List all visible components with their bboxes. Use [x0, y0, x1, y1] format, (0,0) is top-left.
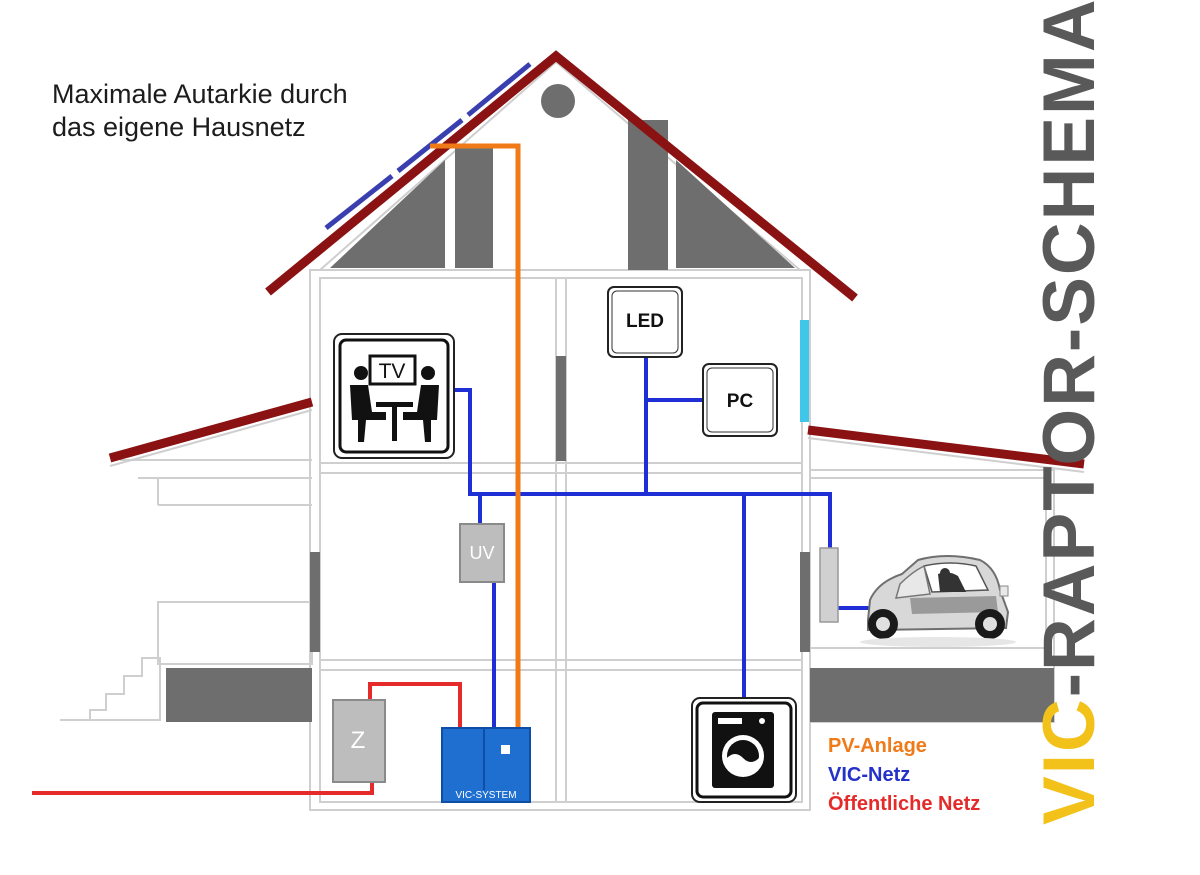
z-meter-box: Z [332, 699, 386, 783]
vic-system-box: VIC-SYSTEM [441, 727, 531, 803]
attic-round-window [541, 84, 575, 118]
washing-machine-icon [712, 712, 774, 788]
led-box: LED [607, 286, 683, 358]
pv-cable [430, 143, 521, 730]
dark-wall-sections [166, 356, 1054, 722]
vertical-title: VIC-RAPTOR-SCHEMA [1025, 0, 1115, 825]
roof [108, 50, 1085, 469]
tv-label: TV [379, 360, 406, 383]
pc-box: PC [702, 363, 778, 437]
roof-eave [109, 409, 1085, 473]
electric-car-icon [860, 555, 1016, 647]
legend-public-grid: Öffentliche Netz [828, 793, 981, 815]
window-strip [800, 320, 809, 422]
vic-network-cable [452, 356, 870, 730]
tv-viewers-sign: TV [333, 333, 455, 459]
legend-pv: PV-Anlage [828, 735, 927, 757]
uv-distribution-box: UV [459, 523, 505, 583]
headline: Maximale Autarkie durch das eigene Hausn… [52, 78, 432, 144]
wallbox [819, 547, 839, 623]
headline-line-1: Maximale Autarkie durch [52, 79, 348, 109]
tv-viewers-icon [350, 354, 439, 442]
attic-dark-panels [330, 120, 795, 270]
legend-vic-net: VIC-Netz [828, 764, 911, 786]
vic-system-label: VIC-SYSTEM [455, 790, 516, 801]
washing-machine-sign [691, 697, 797, 803]
pc-label: PC [727, 391, 754, 412]
headline-line-2: das eigene Hausnetz [52, 112, 306, 142]
led-label: LED [626, 311, 664, 332]
uv-label: UV [469, 543, 494, 563]
legend: PV-Anlage VIC-Netz Öffentliche Netz [828, 732, 980, 819]
public-grid-cable [32, 682, 462, 795]
title-vic: VIC [1029, 697, 1110, 825]
z-label: Z [351, 727, 366, 754]
title-raptor-schema: -RAPTOR-SCHEMA [1029, 0, 1110, 698]
